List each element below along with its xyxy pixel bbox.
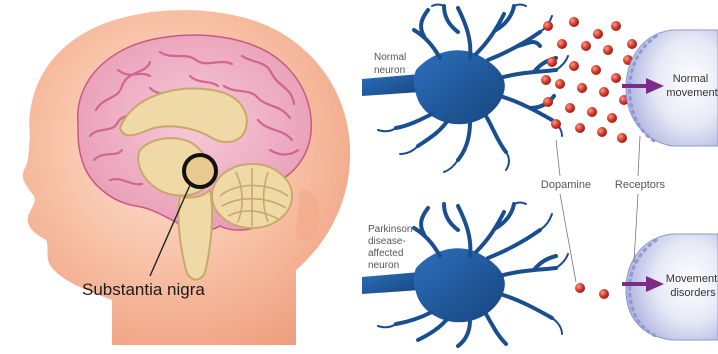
dopamine-dot-normal-22 (575, 123, 585, 133)
dopamine-dot-affected-2 (599, 289, 609, 299)
dopamine-dot-normal-3 (593, 29, 603, 39)
dopamine-dot-normal-21 (551, 119, 561, 129)
dopamine-dot-normal-1 (543, 21, 553, 31)
normal-neuron (362, 5, 568, 173)
head-illustration: Substantia nigra (23, 10, 350, 345)
bottom-neuron-label: Parkinson- disease- affected neuron (368, 224, 419, 271)
dopamine-dot-normal-20 (607, 113, 617, 123)
bottom-neuron-label-line3: affected (368, 248, 403, 259)
normal-neuron-soma (414, 50, 505, 124)
dopamine-label: Dopamine (541, 179, 591, 191)
dopamine-dot-normal-10 (569, 61, 579, 71)
dopamine-dot-normal-11 (591, 65, 601, 75)
dopamine-dot-normal-6 (581, 41, 591, 51)
affected-neuron-axon (362, 272, 420, 294)
dopamine-dot-normal-18 (565, 103, 575, 113)
dopamine-dot-normal-13 (555, 79, 565, 89)
dopamine-dot-normal-25 (541, 75, 551, 85)
top-result-label-line2: movement (666, 87, 717, 99)
bottom-neuron-label-line2: disease- (368, 236, 406, 247)
substantia-nigra-label: Substantia nigra (82, 280, 205, 299)
affected-neuron-soma (414, 248, 505, 322)
bottom-neuron-label-line1: Parkinson- (368, 224, 416, 235)
dopamine-dot-normal-14 (577, 83, 587, 93)
leader-lines (556, 136, 640, 282)
dopamine-dot-normal-7 (603, 45, 613, 55)
dopamine-dot-normal-19 (587, 107, 597, 117)
receptors-leader-down (634, 194, 638, 262)
receptors-leader-up (638, 136, 640, 176)
dopamine-dot-normal-9 (547, 57, 557, 67)
dopamine-leader-down (560, 194, 576, 282)
bottom-neuron-label-line4: neuron (368, 260, 399, 271)
top-result-label-line1: Normal (673, 73, 708, 85)
dopamine-dot-affected-1 (575, 283, 585, 293)
normal-neuron-axon (362, 74, 420, 96)
dopamine-dot-normal-23 (597, 127, 607, 137)
dopamine-dot-normal-4 (611, 21, 621, 31)
dopamine-dot-normal-12 (611, 73, 621, 83)
dopamine-dot-normal-17 (543, 97, 553, 107)
dopamine-dot-normal-5 (557, 39, 567, 49)
top-neuron-label-line2: neuron (374, 65, 405, 76)
dopamine-dots-affected (575, 283, 609, 299)
dopamine-dot-normal-27 (627, 39, 637, 49)
dopamine-dot-normal-2 (569, 17, 579, 27)
dopamine-dot-normal-15 (599, 87, 609, 97)
top-neuron-label: Normal neuron (374, 52, 409, 76)
top-neuron-label-line1: Normal (374, 52, 406, 63)
substantia-nigra-marker (184, 155, 216, 187)
receptors-label: Receptors (615, 179, 666, 191)
dopamine-dot-normal-24 (617, 133, 627, 143)
bottom-result-label-line1: Movement (666, 273, 717, 285)
bottom-result-label-line2: disorders (670, 287, 716, 299)
dopamine-leader-up (556, 140, 560, 176)
